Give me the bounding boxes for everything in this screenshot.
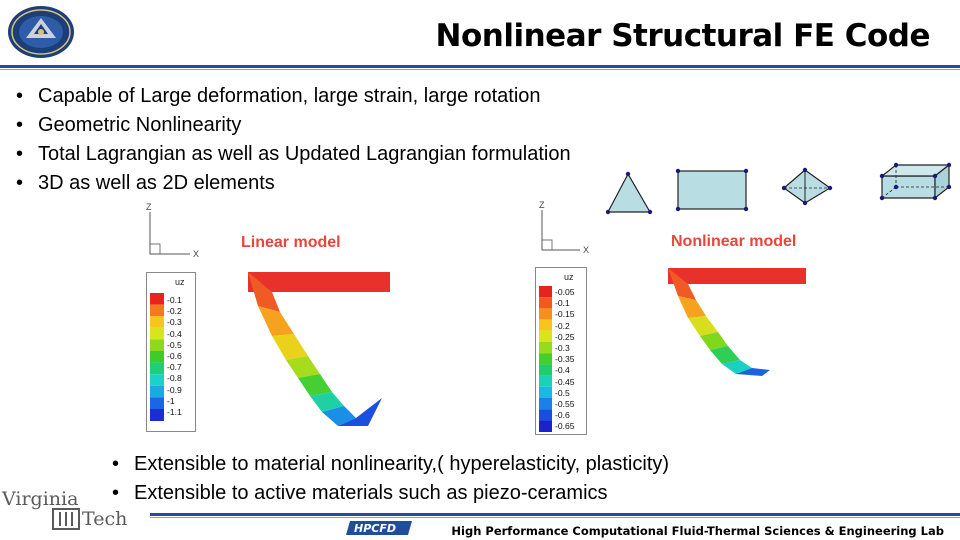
nonlinear-model-label: Nonlinear model	[671, 233, 797, 250]
legend-value: -0.6	[167, 351, 182, 362]
legend-value: -0.45	[555, 376, 575, 387]
x-axis-label: X	[193, 249, 200, 259]
linear-colorbar-legend: uz -0.1 -0.2 -0.3 -0.4 -0.5 -0.6 -0.7 -0…	[146, 272, 196, 432]
z-axis-label: Z	[146, 202, 152, 212]
logo-word-tech: Tech	[82, 508, 128, 530]
colorbar	[539, 286, 552, 432]
bullet-item: Geometric Nonlinearity	[12, 111, 571, 140]
legend-values: -0.1 -0.2 -0.3 -0.4 -0.5 -0.6 -0.7 -0.8 …	[167, 295, 182, 418]
quad-element-icon	[675, 168, 749, 212]
legend-values: -0.05 -0.1 -0.15 -0.2 -0.25 -0.3 -0.35 -…	[555, 287, 575, 433]
legend-value: -0.2	[555, 320, 570, 331]
extensions-bullet-list: Extensible to material nonlinearity,( hy…	[108, 450, 669, 508]
page-title: Nonlinear Structural FE Code	[435, 18, 931, 54]
vt-emblem-icon	[52, 508, 80, 530]
virginia-tech-logo: Virginia Tech	[2, 488, 132, 536]
x-axis-label: X	[583, 245, 590, 255]
legend-value: -0.15	[555, 309, 575, 320]
legend-value: -0.35	[555, 354, 575, 365]
legend-value: -0.5	[555, 387, 570, 398]
hpcfd-logo: HPCFD	[346, 521, 412, 535]
legend-value: -0.25	[555, 331, 575, 342]
lab-name-footer: High Performance Computational Fluid-The…	[451, 524, 944, 538]
legend-value: -1	[167, 395, 175, 406]
legend-value: -0.4	[555, 365, 570, 376]
bullet-item: Capable of Large deformation, large stra…	[12, 82, 571, 111]
legend-title: uz	[175, 277, 185, 287]
legend-value: -0.5	[167, 339, 182, 350]
footer-divider-thin	[150, 517, 960, 518]
nonlinear-axis-triad: Z X	[530, 200, 600, 260]
university-seal-logo	[8, 6, 74, 58]
legend-value: -0.65	[555, 421, 575, 432]
feature-bullet-list: Capable of Large deformation, large stra…	[12, 82, 571, 198]
linear-model-label: Linear model	[241, 234, 341, 251]
legend-title: uz	[564, 272, 574, 282]
footer-divider	[150, 513, 960, 516]
triangle-element-icon	[605, 171, 653, 215]
legend-value: -0.3	[555, 343, 570, 354]
legend-value: -0.6	[555, 410, 570, 421]
nonlinear-deformed-beam	[668, 268, 806, 376]
legend-value: -0.8	[167, 373, 182, 384]
bullet-item: 3D as well as 2D elements	[12, 169, 571, 198]
legend-value: -0.1	[167, 295, 182, 305]
header-divider	[0, 65, 960, 68]
legend-value: -0.7	[167, 362, 182, 373]
logo-word-virginia: Virginia	[2, 488, 79, 510]
nonlinear-colorbar-legend: uz -0.05 -0.1 -0.15 -0.2 -0.25 -0.3 -0.3…	[535, 267, 587, 435]
z-axis-label: Z	[539, 200, 545, 210]
bullet-item: Extensible to material nonlinearity,( hy…	[108, 450, 669, 479]
element-types-illustration	[605, 162, 952, 215]
linear-deformed-beam	[248, 272, 390, 426]
legend-value: -0.2	[167, 306, 182, 317]
bullet-item: Total Lagrangian as well as Updated Lagr…	[12, 140, 571, 169]
legend-value: -0.3	[167, 317, 182, 328]
linear-axis-triad: Z X	[140, 202, 210, 262]
tetrahedron-element-icon	[781, 167, 833, 206]
legend-value: -0.9	[167, 384, 182, 395]
hexahedron-element-icon	[879, 162, 952, 201]
legend-value: -0.05	[555, 287, 575, 297]
svg-text:HPCFD: HPCFD	[354, 522, 396, 535]
header-divider-thin	[0, 69, 960, 70]
bullet-item: Extensible to active materials such as p…	[108, 479, 669, 508]
legend-value: -0.55	[555, 399, 575, 410]
legend-value: -1.1	[167, 407, 182, 418]
colorbar	[150, 293, 164, 421]
legend-value: -0.1	[555, 298, 570, 309]
legend-value: -0.4	[167, 328, 182, 339]
